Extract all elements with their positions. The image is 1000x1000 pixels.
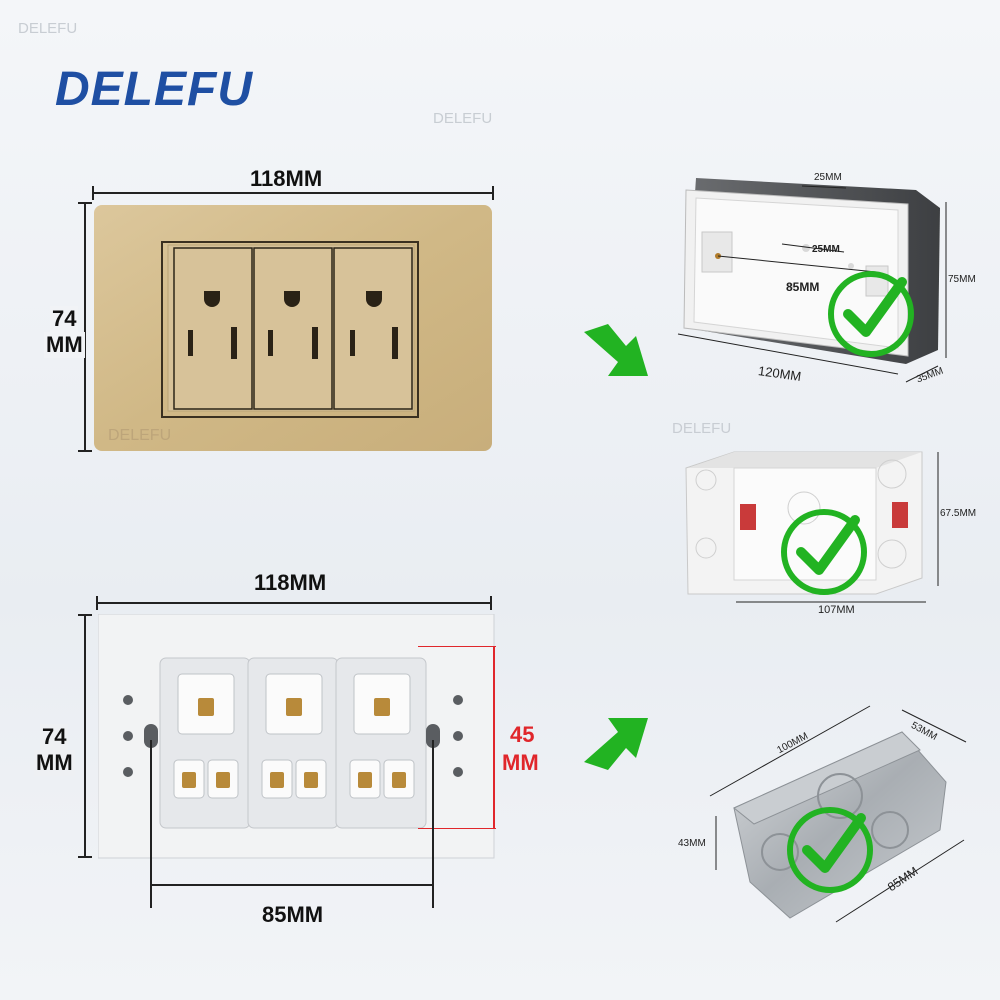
width-dimension-line xyxy=(96,602,492,604)
dimension-tick xyxy=(78,856,92,858)
top-panel-height-number: 74 xyxy=(50,306,79,332)
spacing-dimension-right xyxy=(432,740,434,908)
bottom-panel-height-number: 74 xyxy=(40,724,69,750)
dimension-tick xyxy=(78,614,92,616)
spacing-label: 85MM xyxy=(262,902,324,927)
width-dimension-line xyxy=(92,192,494,194)
depth-dimension-line xyxy=(493,646,495,828)
spacing-dimension-line xyxy=(150,884,434,886)
box3-height-label: 43MM xyxy=(678,838,706,849)
box1-height-label: 75MM xyxy=(948,274,976,285)
dimension-tick xyxy=(78,450,92,452)
panel-watermark: DELEFU xyxy=(108,427,172,444)
height-dimension-line xyxy=(84,614,86,858)
green-arrow-icon xyxy=(584,324,648,376)
top-panel-width-label: 118MM xyxy=(250,166,323,191)
watermark: DELEFU xyxy=(18,20,78,37)
dimension-tick xyxy=(92,186,94,200)
bottom-panel-width-label: 118MM xyxy=(254,570,327,595)
box1-spacing-label: 85MM xyxy=(786,280,820,294)
depth-dimension-top xyxy=(418,646,496,647)
dimension-tick xyxy=(78,202,92,204)
box1-inner-width-label: 25MM xyxy=(812,244,840,255)
socket-panel-back xyxy=(98,614,495,859)
watermark: DELEFU xyxy=(433,110,493,127)
box2-length-label: 107MM xyxy=(818,604,855,616)
white-junction-box xyxy=(677,178,947,383)
watermark: DELEFU xyxy=(672,420,732,437)
height-dimension-line xyxy=(84,202,86,452)
dimension-tick xyxy=(492,186,494,200)
box2-height-label: 67.5MM xyxy=(940,508,977,519)
green-arrow-icon xyxy=(584,718,648,770)
brand-logo: DELEFU xyxy=(55,63,253,116)
depth-unit: MM xyxy=(502,750,539,775)
dimension-tick xyxy=(490,596,492,610)
bottom-panel-height-unit: MM xyxy=(34,750,75,776)
depth-dimension-bottom xyxy=(418,828,496,829)
box1-top-width-label: 25MM xyxy=(814,172,842,183)
gold-socket-panel xyxy=(94,205,492,451)
dimension-tick xyxy=(96,596,98,610)
top-panel-height-unit: MM xyxy=(44,332,85,358)
white-red-junction-box xyxy=(685,451,939,603)
metal-junction-box xyxy=(709,705,967,923)
spacing-dimension-left xyxy=(150,740,152,908)
depth-number: 45 xyxy=(510,722,535,747)
